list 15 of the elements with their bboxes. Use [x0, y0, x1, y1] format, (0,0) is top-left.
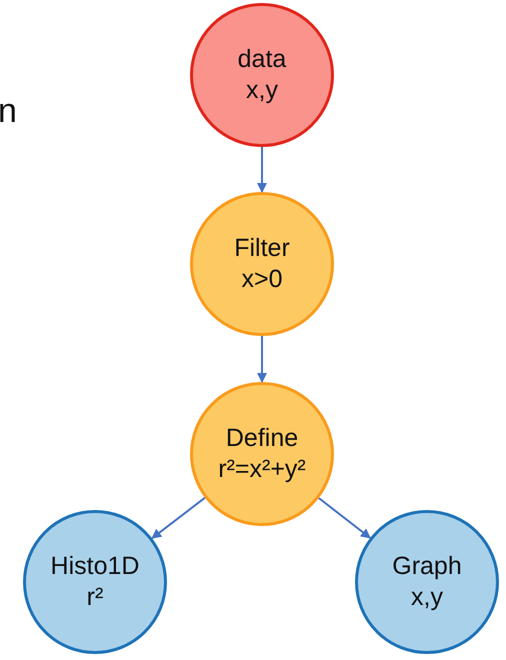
node-detail: r²=x²+y² [218, 454, 306, 485]
node-detail: x,y [411, 582, 443, 613]
partial-text: n [0, 92, 17, 131]
node-detail: x>0 [241, 264, 282, 295]
node-title: Filter [234, 233, 290, 264]
node-title: Define [226, 423, 298, 454]
arrow [257, 147, 267, 193]
node-detail: r² [86, 582, 104, 613]
node-title: Graph [392, 551, 462, 582]
arrow [257, 336, 267, 383]
node-title: data [238, 44, 286, 75]
arrow [318, 497, 371, 539]
node-title: Histo1D [50, 551, 140, 582]
node-detail: x,y [246, 75, 278, 106]
arrow [151, 497, 206, 539]
